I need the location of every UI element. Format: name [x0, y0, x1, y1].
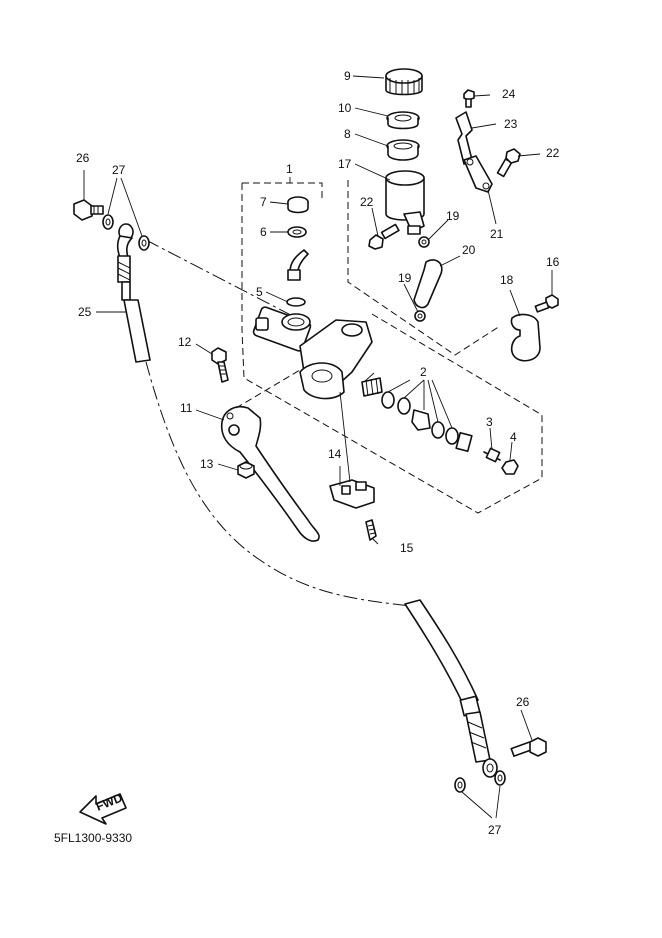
callout-17: 17 [338, 157, 352, 171]
callout-22-left: 22 [360, 195, 374, 209]
callout-6: 6 [260, 225, 267, 239]
callout-14: 14 [328, 447, 342, 461]
part-22-bolt-left [368, 223, 400, 250]
part-20-hose [413, 259, 443, 309]
part-5-o-ring [286, 297, 306, 307]
part-22-bolt-right [496, 148, 521, 178]
callout-7: 7 [260, 195, 267, 209]
part-2-piston-kit [361, 377, 473, 453]
callout-8: 8 [344, 127, 351, 141]
part-13-nut [237, 461, 255, 479]
part-9-reservoir-cap [385, 68, 423, 96]
fwd-arrow-icon: FWD [79, 790, 127, 825]
callout-25: 25 [78, 305, 92, 319]
switch-alignment-line [339, 391, 351, 483]
part-23-bracket [455, 111, 473, 165]
part-27-washers-lower [454, 770, 506, 793]
part-14-clutch-switch [329, 479, 375, 509]
part-16-bolt [534, 294, 559, 313]
part-18-holder [510, 313, 541, 362]
part-27-washers-upper [102, 214, 150, 251]
part-24-bolt [463, 89, 475, 108]
part-25-hose-upper [116, 223, 151, 363]
callout-19-lower: 19 [398, 271, 412, 285]
leader-lines [83, 75, 553, 819]
part-19-clip-lower [414, 310, 426, 322]
reservoir-group-outline [347, 180, 501, 356]
callout-10: 10 [338, 101, 352, 115]
hose-joint-nipple [287, 269, 301, 281]
callout-1: 1 [286, 162, 293, 176]
callout-labels: 1 2 3 4 5 6 7 8 9 10 11 12 13 14 15 16 1… [76, 69, 560, 837]
diagram-code: 5FL1300-9330 [54, 831, 132, 845]
hose-route-line-lower [145, 361, 411, 607]
callout-16: 16 [546, 255, 560, 269]
part-3-push-rod [483, 447, 501, 463]
part-17-reservoir [385, 170, 425, 235]
part-10-plate [386, 111, 420, 130]
callout-26-upper: 26 [76, 151, 90, 165]
callout-3: 3 [486, 415, 493, 429]
part-12-bolt [211, 347, 229, 383]
part-25-hose-lower [404, 599, 498, 778]
callout-12: 12 [178, 335, 192, 349]
callout-22-right: 22 [546, 146, 560, 160]
callout-18: 18 [500, 273, 514, 287]
callout-26-lower: 26 [516, 695, 530, 709]
hose-route-line [145, 239, 311, 326]
part-15-screw [365, 519, 377, 541]
lever-alignment-line [235, 369, 301, 409]
callout-27-upper: 27 [112, 163, 126, 177]
part-7-boot [287, 196, 309, 214]
part-21-stay [463, 155, 493, 193]
hose-joint [289, 249, 309, 273]
callout-20: 20 [462, 243, 476, 257]
callout-15: 15 [400, 541, 414, 555]
part-4-nut [501, 459, 519, 475]
master-cylinder-body [252, 306, 373, 400]
part-19-clip-upper [418, 236, 430, 248]
callout-2: 2 [420, 365, 427, 379]
part-26-bolt-upper [73, 199, 104, 221]
callout-9: 9 [344, 69, 351, 83]
callout-27-lower: 27 [488, 823, 502, 837]
callout-4: 4 [510, 430, 517, 444]
callout-13: 13 [200, 457, 214, 471]
callout-21: 21 [490, 227, 504, 241]
part-6-clip [287, 226, 307, 238]
callout-5: 5 [256, 285, 263, 299]
callout-11: 11 [180, 401, 193, 415]
lever-pin-hole [226, 412, 234, 420]
part-8-diaphragm [386, 139, 420, 161]
callout-23: 23 [504, 117, 518, 131]
part-26-bolt-lower [510, 737, 547, 757]
callout-24: 24 [502, 87, 516, 101]
callout-19-upper: 19 [446, 209, 460, 223]
assembly-1-outline [241, 182, 543, 514]
lever-pivot-hole [228, 424, 240, 436]
